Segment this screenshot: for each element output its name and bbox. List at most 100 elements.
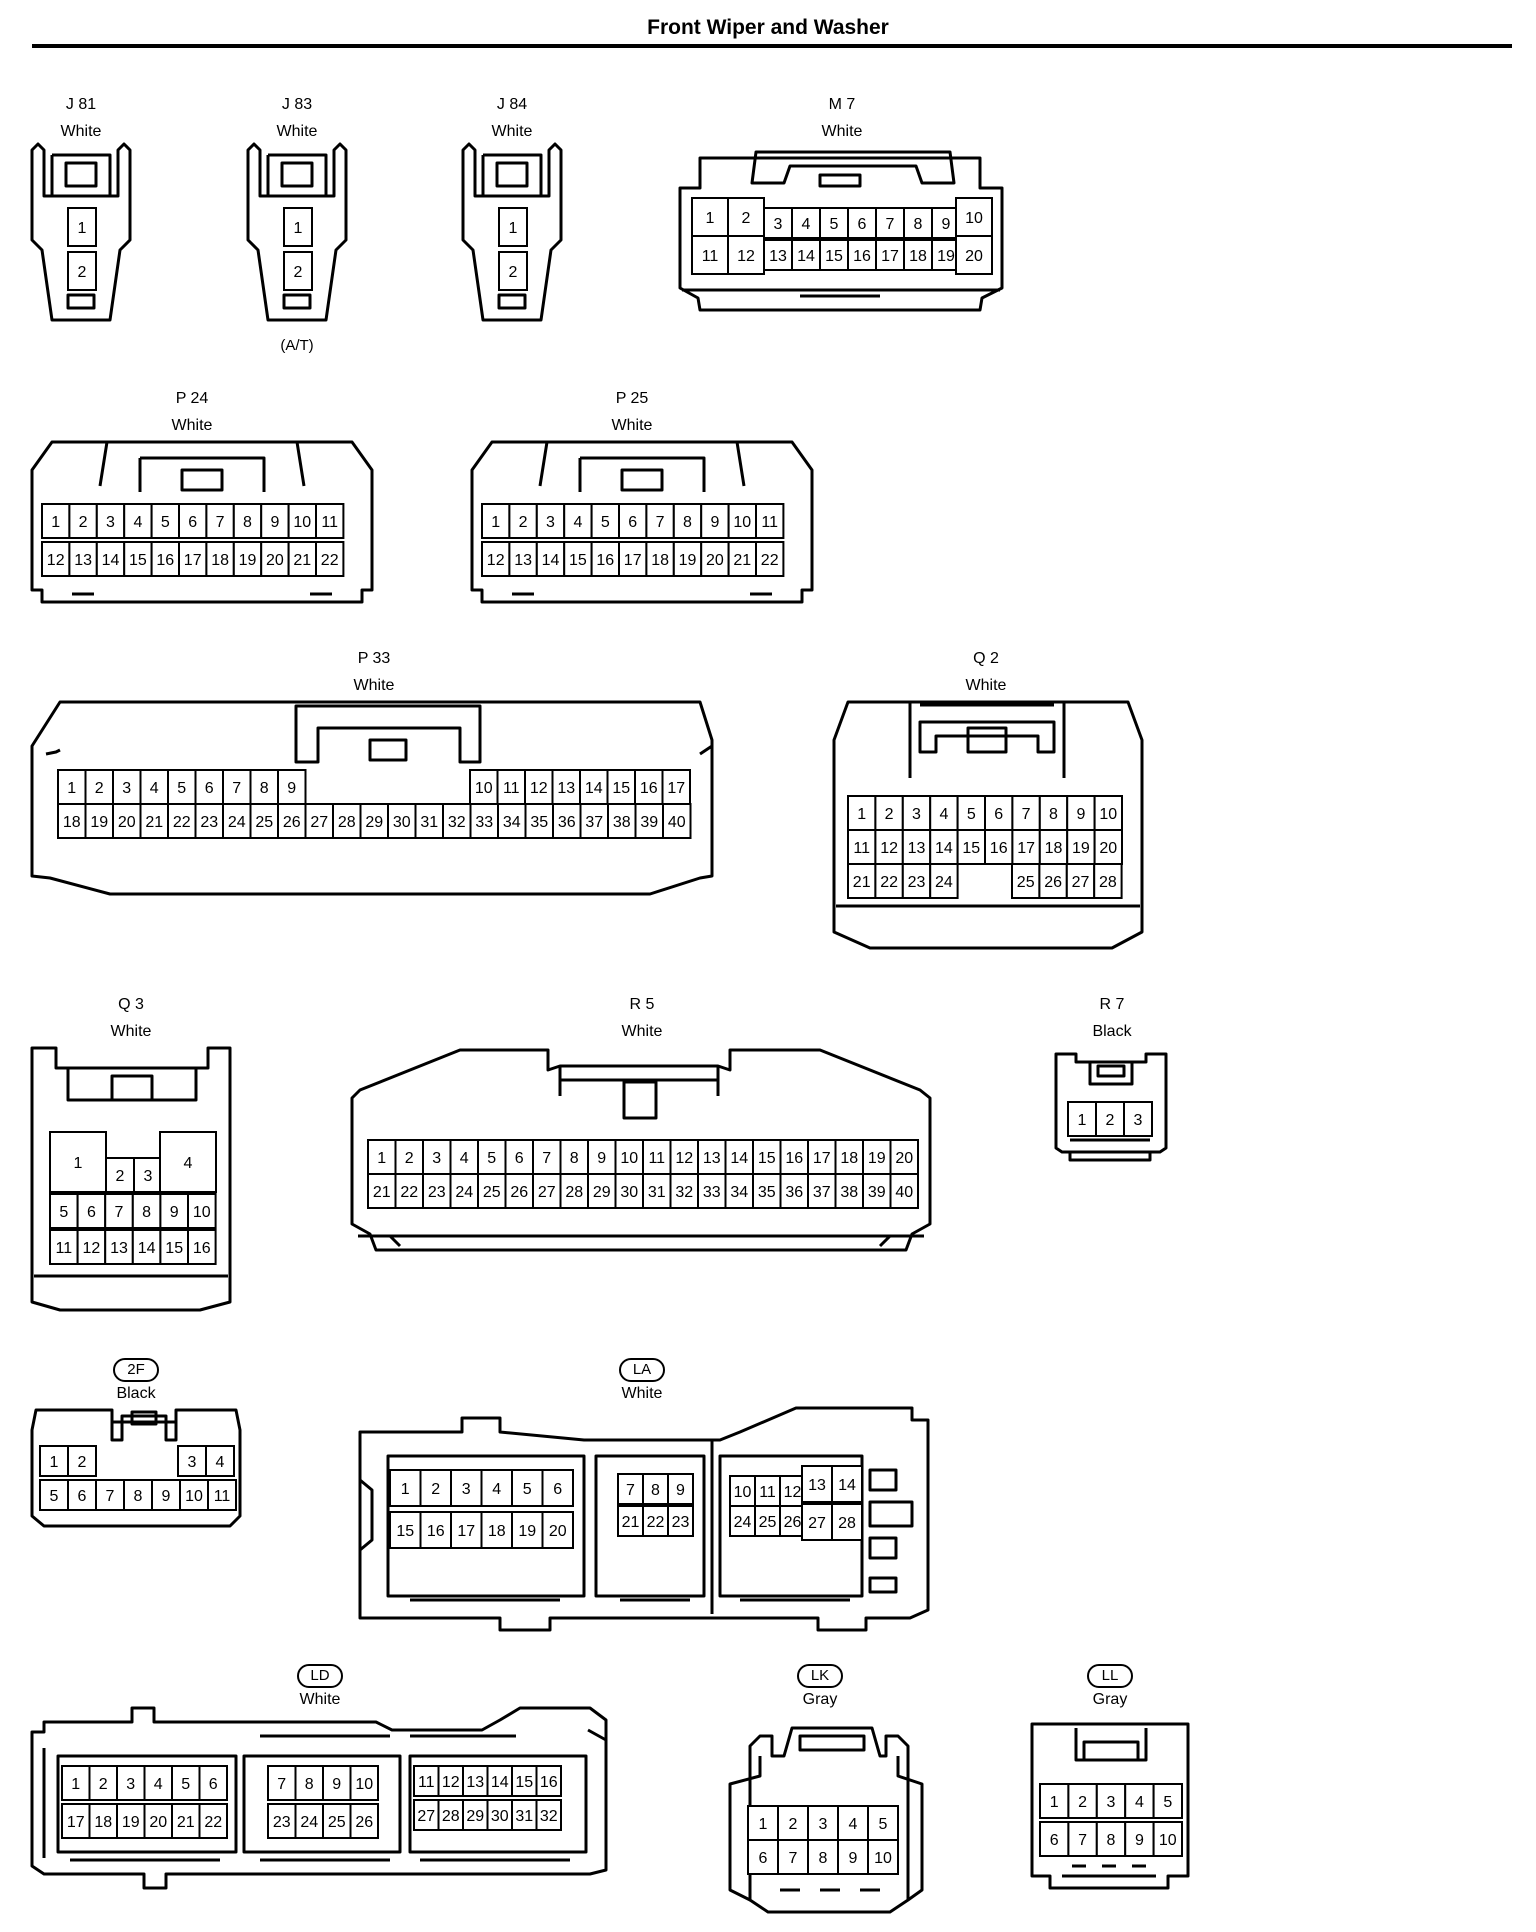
pin-m7: 6: [847, 207, 877, 239]
svg-text:38: 38: [840, 1184, 858, 1201]
connector-body-p24: [30, 440, 374, 604]
pin-m7: 7: [875, 207, 905, 239]
pin-q3: 10: [187, 1193, 217, 1229]
svg-text:5: 5: [177, 780, 186, 797]
connector-name: Q 2: [973, 650, 999, 667]
pin-2f: 6: [67, 1479, 97, 1511]
connector-body-p25: [620, 468, 664, 492]
svg-text:8: 8: [570, 1150, 579, 1167]
pin-p24: 21: [287, 541, 318, 577]
pin-r5: 14: [724, 1139, 754, 1175]
connector-body-j83: [266, 153, 328, 196]
svg-text:1: 1: [706, 210, 715, 227]
pin-ld: 9: [322, 1765, 352, 1801]
pin-la: 6: [541, 1469, 574, 1507]
pin-ld: 26: [349, 1803, 379, 1839]
svg-text:31: 31: [648, 1184, 666, 1201]
svg-text:14: 14: [138, 1240, 156, 1257]
svg-text:18: 18: [1045, 840, 1063, 857]
svg-text:4: 4: [184, 1155, 193, 1172]
pin-p25: 14: [535, 541, 566, 577]
svg-text:10: 10: [620, 1150, 638, 1167]
pin-la: 1: [389, 1469, 422, 1507]
pin-p24: 19: [232, 541, 263, 577]
svg-text:1: 1: [1050, 1794, 1059, 1811]
pin-q2: 14: [929, 829, 959, 865]
svg-text:1: 1: [294, 220, 303, 237]
pin-la: 23: [667, 1505, 694, 1537]
pin-ld: 19: [116, 1803, 146, 1839]
svg-text:34: 34: [730, 1184, 748, 1201]
svg-text:15: 15: [758, 1150, 776, 1167]
svg-text:6: 6: [188, 514, 197, 531]
svg-text:15: 15: [825, 248, 843, 265]
pin-q2: 16: [984, 829, 1014, 865]
connector-body-p24: [138, 456, 266, 492]
pin-q2: 27: [1065, 863, 1096, 899]
svg-text:3: 3: [122, 780, 131, 797]
pin-r5: 12: [669, 1139, 699, 1175]
svg-text:17: 17: [667, 780, 685, 797]
svg-text:1: 1: [67, 780, 76, 797]
svg-text:7: 7: [886, 216, 895, 233]
pin-r7: 3: [1123, 1101, 1153, 1137]
svg-text:10: 10: [733, 514, 751, 531]
svg-text:35: 35: [758, 1184, 776, 1201]
svg-text:11: 11: [321, 514, 338, 531]
svg-text:6: 6: [628, 514, 637, 531]
connector-body-lk: [748, 1726, 910, 1914]
pin-ld: 15: [511, 1765, 538, 1797]
svg-text:6: 6: [209, 1776, 218, 1793]
pin-p24: 17: [178, 541, 208, 577]
pin-q2: 7: [1011, 795, 1041, 831]
svg-text:29: 29: [365, 814, 383, 831]
svg-text:28: 28: [338, 814, 356, 831]
svg-text:14: 14: [797, 248, 815, 265]
svg-text:9: 9: [162, 1488, 171, 1505]
svg-text:13: 13: [557, 780, 575, 797]
connector-body-p24: [180, 468, 224, 492]
pin-m7: 20: [955, 235, 993, 275]
pin-p25: 13: [508, 541, 538, 577]
svg-text:28: 28: [838, 1515, 856, 1532]
connector-body-r5: [558, 1066, 720, 1096]
pin-ld: 29: [462, 1799, 489, 1831]
connector-body-p25: [470, 440, 814, 604]
connector-body-p33: [45, 744, 713, 756]
pin-p33: 16: [634, 769, 664, 805]
pin-lk: 8: [807, 1839, 839, 1875]
connector-body-r5: [358, 1234, 924, 1248]
svg-text:5: 5: [830, 216, 839, 233]
svg-text:4: 4: [154, 1776, 163, 1793]
svg-text:11: 11: [702, 248, 719, 265]
pin-ld: 32: [535, 1799, 562, 1831]
pin-ld: 11: [413, 1765, 440, 1797]
svg-text:18: 18: [94, 1814, 112, 1831]
pin-p25: 7: [645, 503, 675, 539]
pin-ld: 28: [437, 1799, 464, 1831]
svg-text:14: 14: [491, 1774, 509, 1791]
pin-2f: 11: [207, 1479, 237, 1511]
svg-text:2: 2: [99, 1776, 108, 1793]
svg-text:12: 12: [47, 552, 65, 569]
svg-text:14: 14: [542, 552, 560, 569]
svg-text:15: 15: [165, 1240, 183, 1257]
svg-text:19: 19: [239, 552, 257, 569]
svg-text:17: 17: [813, 1150, 831, 1167]
pin-p33: 37: [579, 803, 609, 839]
svg-text:1: 1: [1078, 1112, 1087, 1129]
pin-p33: 14: [579, 769, 609, 805]
svg-text:14: 14: [838, 1477, 856, 1494]
svg-text:6: 6: [78, 1488, 87, 1505]
pin-j81: 2: [67, 251, 97, 291]
svg-text:10: 10: [874, 1850, 892, 1867]
pin-q2: 23: [901, 863, 932, 899]
svg-text:4: 4: [460, 1150, 469, 1167]
svg-text:5: 5: [50, 1488, 59, 1505]
pin-la: 2: [419, 1469, 452, 1507]
svg-text:11: 11: [55, 1240, 72, 1257]
pin-p24: 9: [260, 503, 290, 539]
pin-r5: 36: [779, 1173, 809, 1209]
svg-text:23: 23: [428, 1184, 446, 1201]
page-title: Front Wiper and Washer: [647, 16, 889, 39]
